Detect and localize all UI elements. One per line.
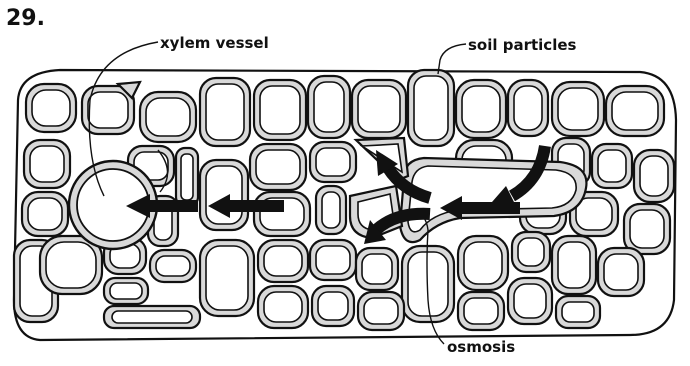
root-tissue-diagram <box>0 0 690 366</box>
